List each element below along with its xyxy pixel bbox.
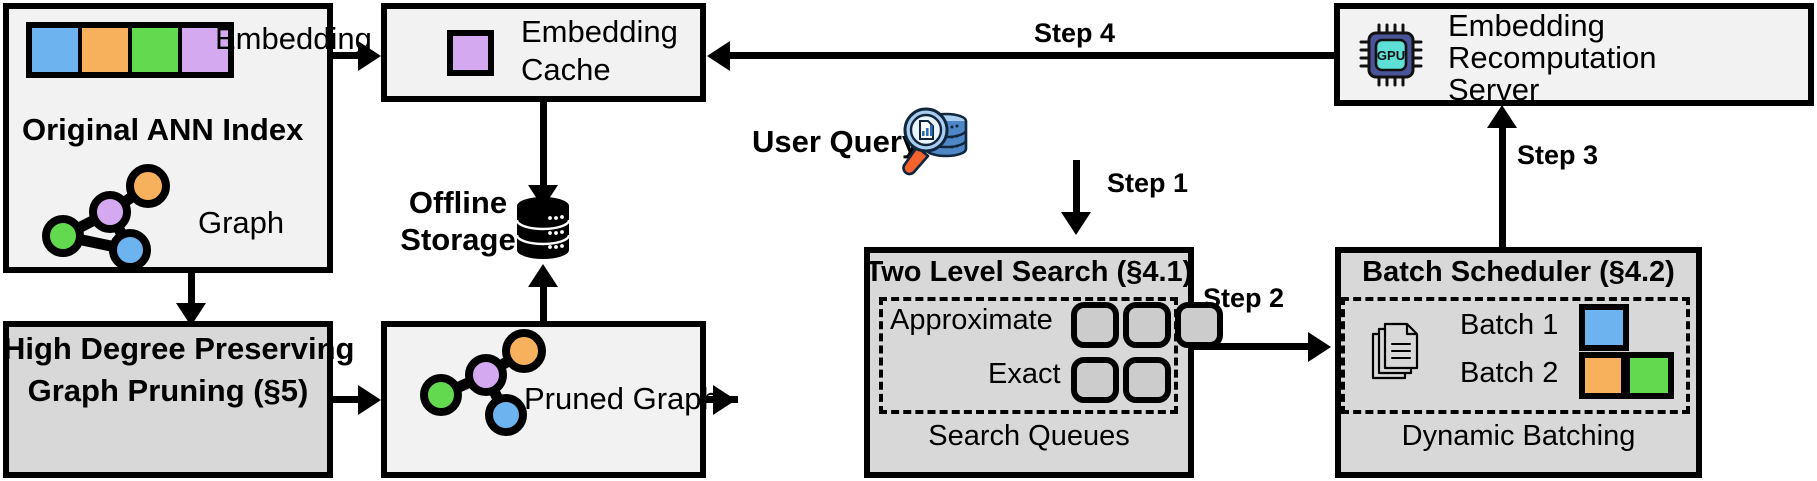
arrow-index-to-pruning (176, 303, 206, 326)
batch-scheduler-title: Batch Scheduler (§4.2) (1362, 256, 1675, 288)
arrow-step1 (1061, 212, 1091, 235)
dynamic-batching-dashed-region (1341, 297, 1690, 414)
batch2-swatch-orange (1579, 352, 1627, 399)
recomputation-server-line2: Recomputation (1448, 40, 1657, 75)
graph-pruning-line1: High Degree Preserving (3, 331, 355, 366)
approximate-queue-label: Approximate (890, 304, 1053, 336)
recomputation-server-line1: Embedding (1448, 8, 1605, 43)
embedding-vector-strip (26, 22, 234, 78)
queue-slot (1123, 357, 1171, 403)
step1-label: Step 1 (1107, 168, 1189, 198)
embedding-cache-line2: Cache (521, 52, 611, 87)
documents-icon (1370, 320, 1422, 382)
original-graph-illustration (30, 164, 180, 271)
dynamic-batching-caption: Dynamic Batching (1401, 420, 1636, 452)
offline-storage-line1: Offline (408, 185, 508, 220)
embedding-cell-purple (182, 28, 228, 72)
arrow-pruned-to-search (713, 385, 736, 415)
connector-pruned-to-storage (540, 285, 547, 353)
gpu-chip-icon: GPU (1359, 23, 1426, 87)
connector-query-to-search (1073, 160, 1080, 218)
batch1-swatch-blue (1579, 304, 1629, 351)
step3-label: Step 3 (1517, 140, 1599, 170)
embedding-cell-orange (82, 28, 132, 72)
embedding-cell-green (132, 28, 182, 72)
connector-pruning-to-pruned (333, 396, 365, 403)
connector-scheduler-to-server (1499, 126, 1506, 247)
pruned-graph-label: Pruned Graph (524, 381, 719, 416)
offline-storage-line2: Storage (400, 222, 516, 257)
embedding-cache-swatch (447, 30, 494, 76)
graph-pruning-box (3, 321, 333, 478)
user-query-label: User Query (752, 124, 920, 159)
arrow-pruning-to-pruned (358, 385, 381, 415)
two-level-search-title: Two Level Search (§4.1) (865, 256, 1193, 288)
arrow-step3 (1487, 105, 1517, 128)
arrow-step2 (1308, 332, 1331, 362)
queue-slot (1123, 302, 1171, 348)
batch1-label: Batch 1 (1460, 309, 1559, 341)
batch2-swatch-green (1624, 352, 1674, 399)
arrow-index-to-cache (358, 41, 381, 71)
embedding-cache-box (381, 3, 706, 102)
magnifier-database-icon (900, 104, 974, 176)
embedding-cache-line1: Embedding (521, 14, 678, 49)
queue-slot (1071, 302, 1119, 348)
connector-index-to-cache (333, 52, 365, 59)
queue-slot (1071, 357, 1119, 403)
embedding-label: Embedding (215, 21, 372, 56)
exact-queue-label: Exact (988, 358, 1061, 390)
connector-cache-to-storage (540, 102, 547, 190)
arrow-pruned-to-storage (528, 264, 558, 287)
exact-queue-slots (1071, 357, 1171, 403)
search-queues-dashed-region (879, 297, 1178, 414)
batch2-label: Batch 2 (1460, 357, 1559, 389)
connector-index-to-pruning (188, 273, 195, 309)
arrow-step4 (707, 41, 730, 71)
approximate-queue-slots (1071, 302, 1223, 348)
graph-label: Graph (198, 205, 285, 240)
recomputation-server-line3: Server (1448, 72, 1540, 107)
graph-pruning-line2: Graph Pruning (§5) (27, 373, 309, 408)
search-queues-caption: Search Queues (928, 420, 1130, 452)
embedding-cell-blue (32, 28, 82, 72)
step4-label: Step 4 (1034, 18, 1116, 48)
connector-search-to-scheduler (1194, 343, 1314, 350)
connector-server-to-cache (730, 52, 1335, 59)
svg-text:GPU: GPU (1377, 48, 1405, 63)
database-cylinder-icon (515, 196, 571, 260)
step2-label: Step 2 (1203, 283, 1285, 313)
original-ann-index-title: Original ANN Index (22, 112, 304, 147)
pruned-graph-illustration (408, 329, 558, 445)
